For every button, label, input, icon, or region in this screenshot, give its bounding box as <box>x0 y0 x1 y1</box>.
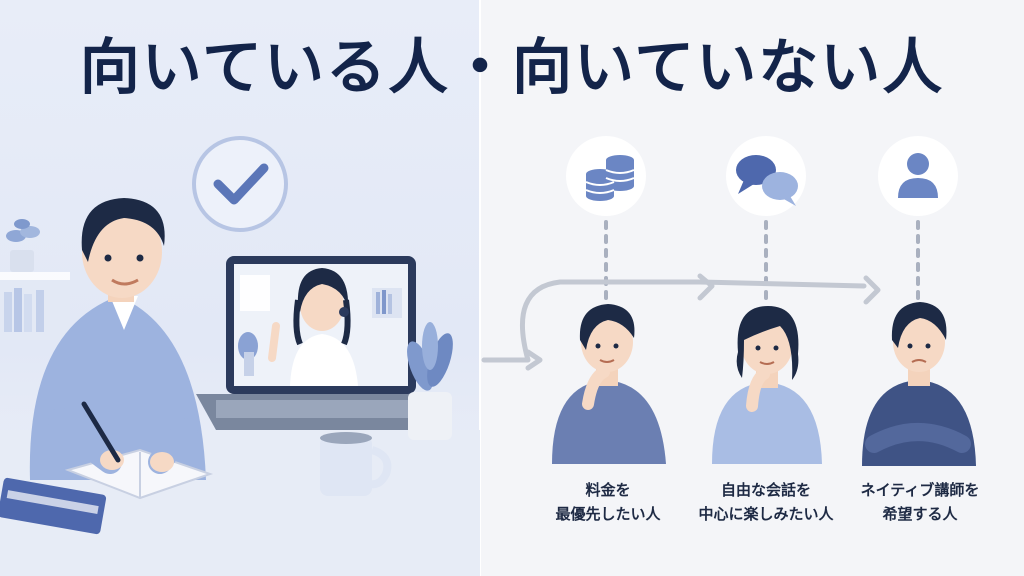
person-icon <box>878 136 958 216</box>
label-line: 自由な会話を <box>720 481 811 499</box>
right-panel <box>480 0 1024 576</box>
label-line: 最優先したい人 <box>555 505 661 523</box>
suitable-person-illustration <box>0 136 480 576</box>
label-line: 希望する人 <box>882 505 958 523</box>
page-title: 向いている人・向いていない人 <box>79 33 945 103</box>
label-line: 中心に楽しみたい人 <box>698 505 834 523</box>
panel-divider <box>479 0 481 576</box>
label-line: 料金を <box>585 481 631 499</box>
label-free-conversation: 自由な会話を 中心に楽しみたい人 <box>676 478 856 526</box>
check-icon <box>192 136 288 232</box>
label-line: ネイティブ講師を <box>860 481 980 499</box>
label-native-teacher: ネイティブ講師を 希望する人 <box>830 478 1010 526</box>
label-price-first: 料金を 最優先したい人 <box>518 478 698 526</box>
